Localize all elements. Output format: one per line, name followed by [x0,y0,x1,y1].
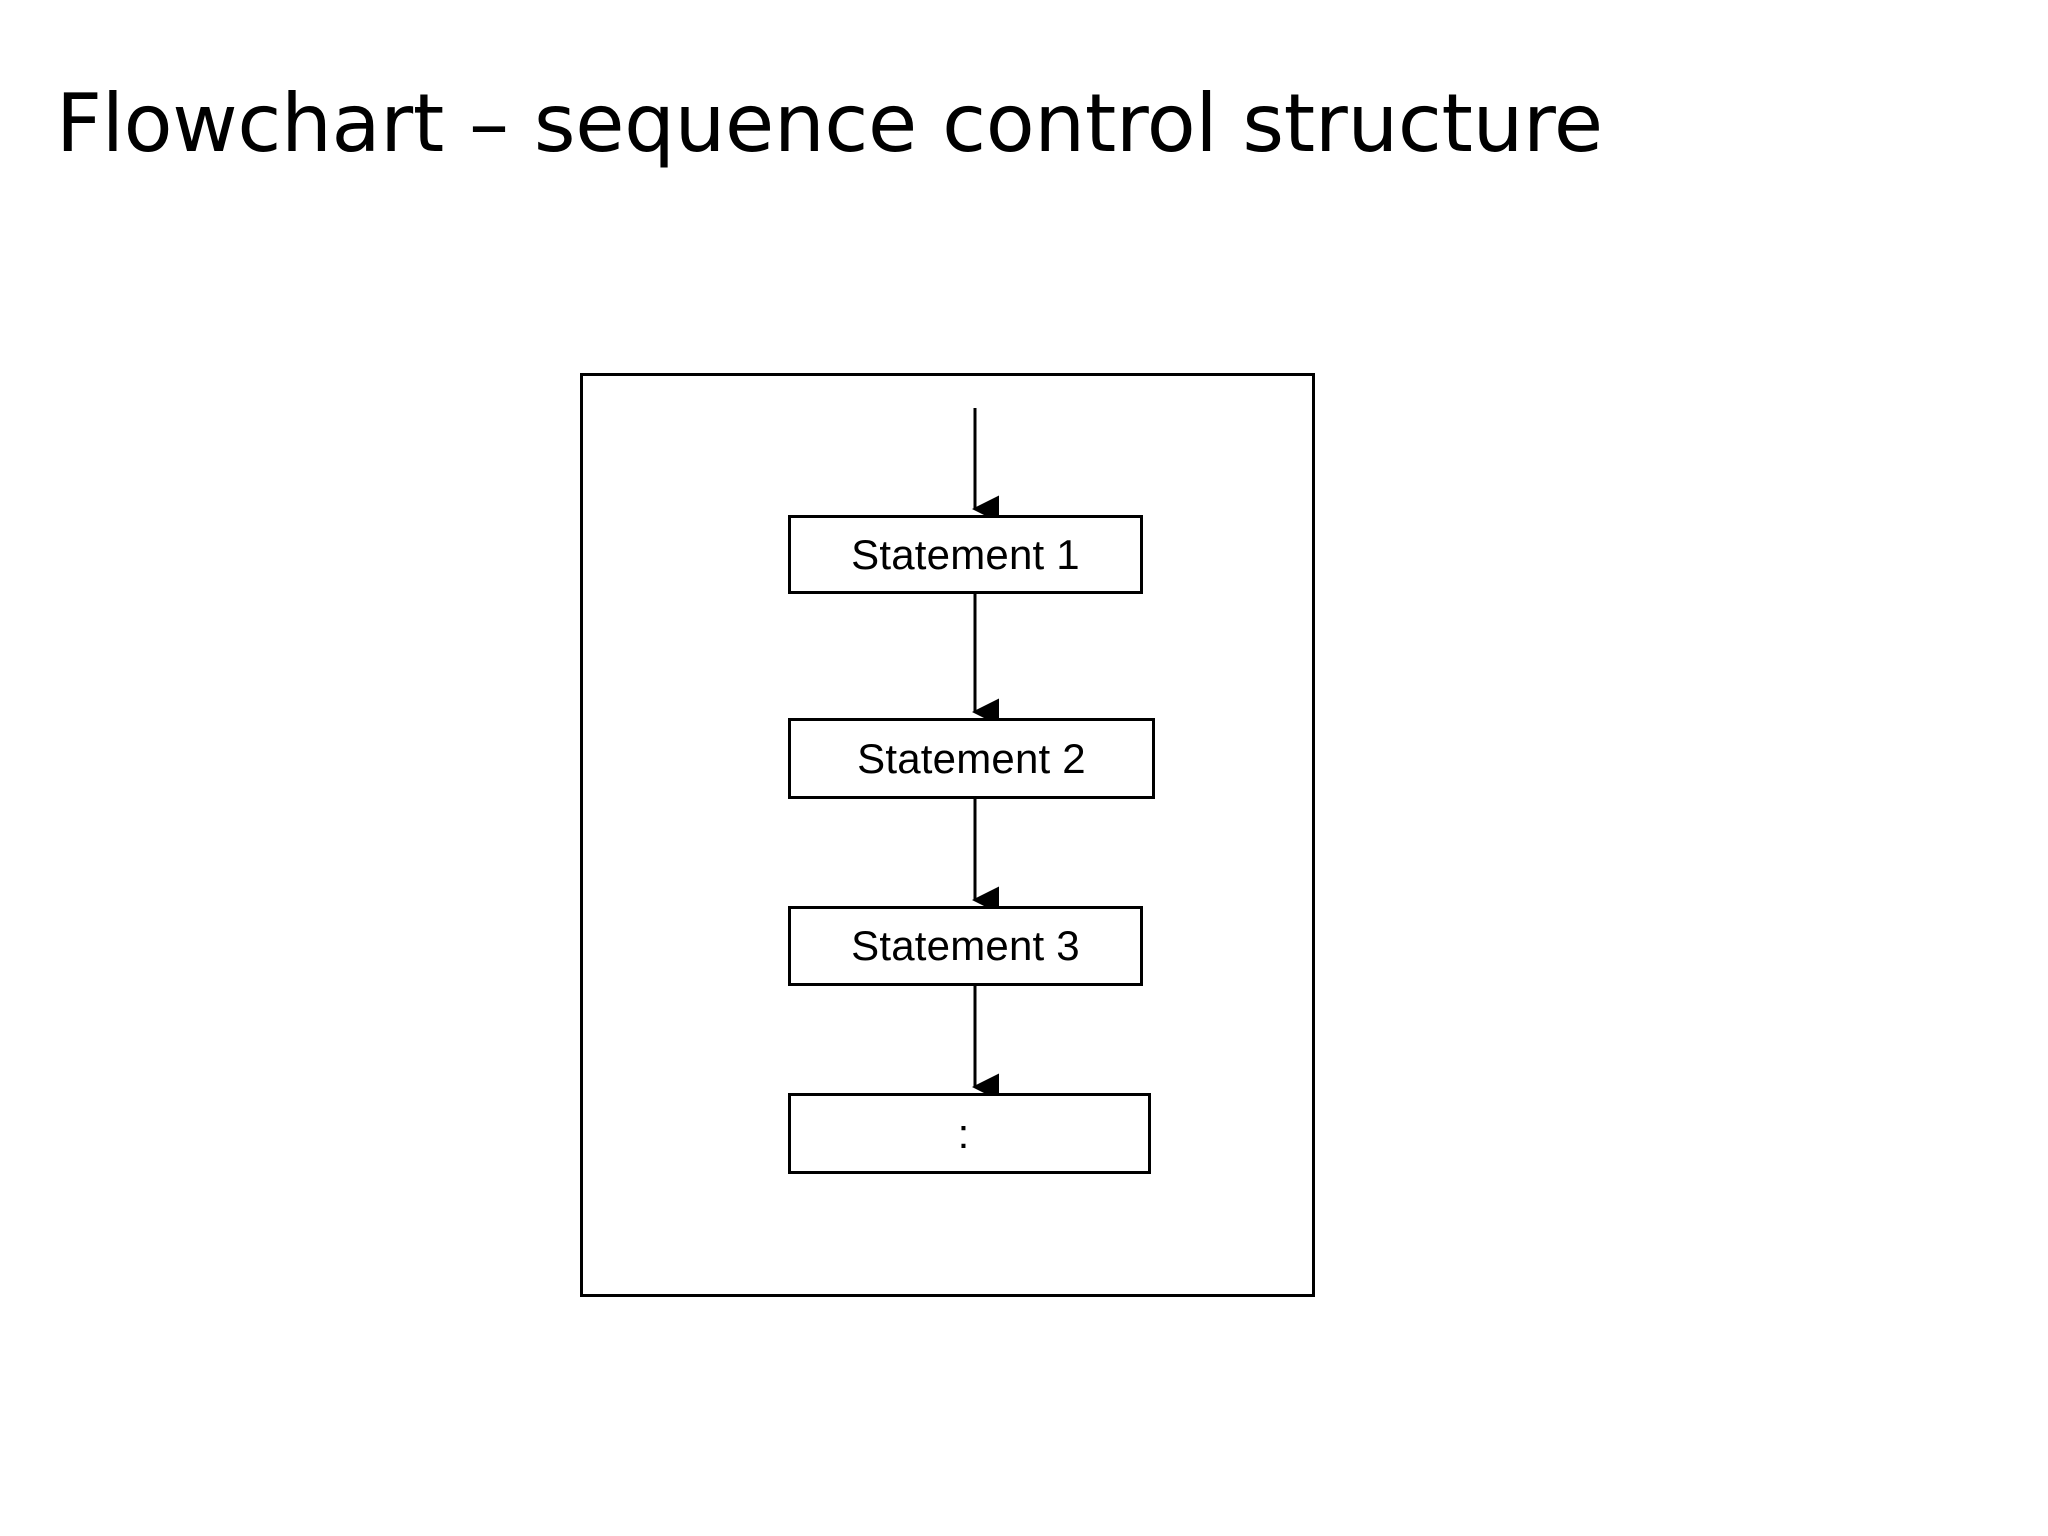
flowchart-node-statement-3[interactable]: Statement 3 [788,906,1143,986]
flowchart-node-statement-1[interactable]: Statement 1 [788,515,1143,594]
flowchart-node-continuation[interactable]: : [788,1093,1151,1174]
flowchart-node-label: Statement 3 [851,922,1080,969]
flowchart-node-label: : [957,1109,970,1157]
flowchart-container: Statement 1 Statement 2 Statement 3 : [580,373,1315,1297]
flowchart-node-label: Statement 1 [851,530,1080,578]
flowchart-node-label: Statement 2 [857,734,1086,782]
flowchart-node-statement-2[interactable]: Statement 2 [788,718,1155,799]
page-title: Flowchart – sequence control structure [56,76,1603,170]
